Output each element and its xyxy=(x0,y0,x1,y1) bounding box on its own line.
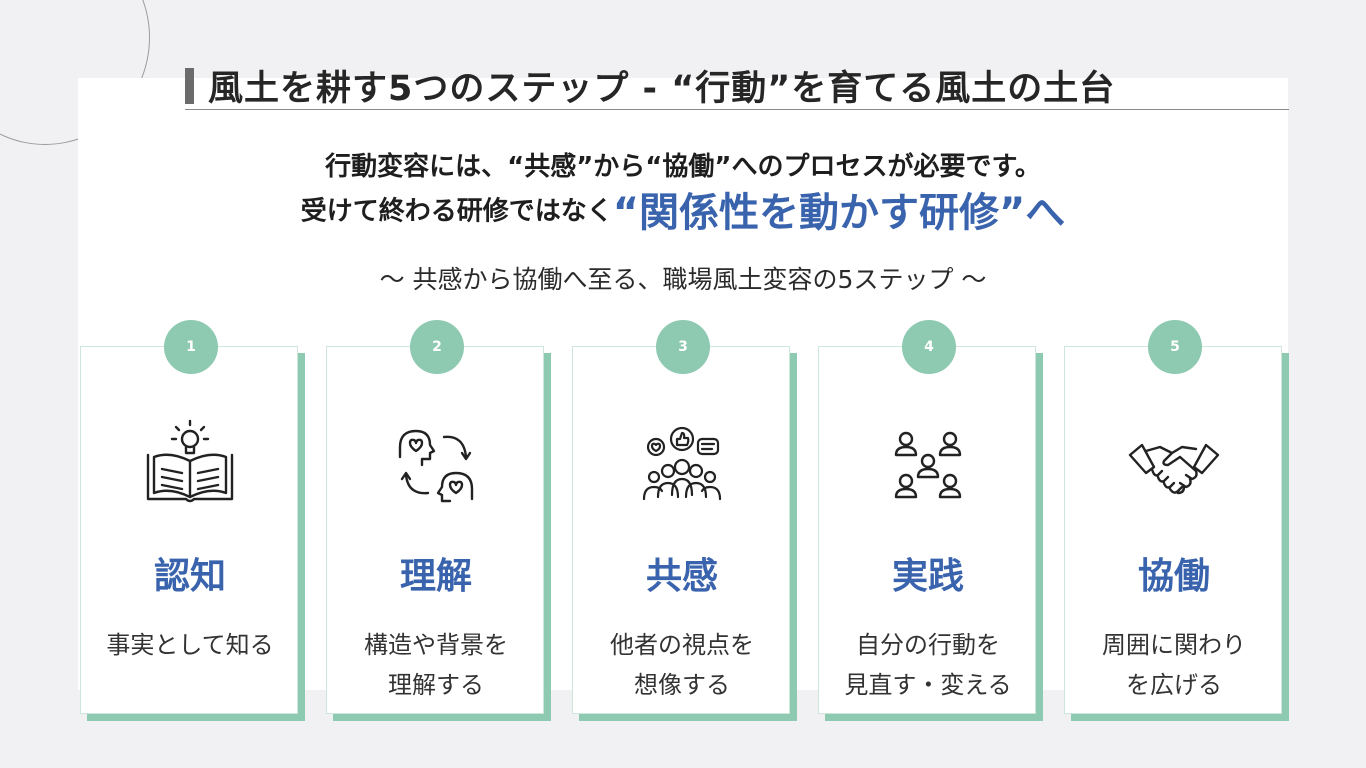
headline-line-2-accent: “関係性を動かす研修”へ xyxy=(612,190,1066,236)
step-number-badge: 4 xyxy=(902,320,956,374)
step-card-body: 協働 周囲に関わり を広げる xyxy=(1064,346,1282,714)
step-card-body: 認知 事実として知る xyxy=(80,346,298,714)
headline-line-2: 受けて終わる研修ではなく“関係性を動かす研修”へ xyxy=(0,180,1366,238)
step-card-2: 理解 構造や背景を 理解する 2 xyxy=(326,320,551,721)
people-network-icon xyxy=(878,417,978,507)
headline-line-2-plain: 受けて終わる研修ではなく xyxy=(300,196,613,227)
group-reactions-icon xyxy=(632,417,732,507)
title-row: 風土を耕す5つのステップ - “行動”を育てる風土の土台 xyxy=(185,62,1289,110)
steps-row: 認知 事実として知る 1 理解 構造や背景を 理解する xyxy=(80,320,1290,730)
open-book-lightbulb-icon xyxy=(140,417,240,507)
step-card-body: 共感 他者の視点を 想像する xyxy=(572,346,790,714)
step-description: 構造や背景を 理解する xyxy=(364,631,508,699)
step-number-badge: 3 xyxy=(656,320,710,374)
title-accent-bar xyxy=(185,67,194,104)
step-card-body: 理解 構造や背景を 理解する xyxy=(326,346,544,714)
step-label: 協働 xyxy=(1137,556,1210,597)
step-card-5: 協働 周囲に関わり を広げる 5 xyxy=(1064,320,1289,721)
step-label: 実践 xyxy=(891,556,964,597)
step-label: 認知 xyxy=(153,556,226,597)
step-number-badge: 5 xyxy=(1148,320,1202,374)
step-card-3: 共感 他者の視点を 想像する 3 xyxy=(572,320,797,721)
step-description: 自分の行動を 見直す・変える xyxy=(844,631,1012,699)
step-number-badge: 1 xyxy=(164,320,218,374)
step-description: 他者の視点を 想像する xyxy=(610,631,754,699)
headline-line-1: 行動変容には、“共感”から“協働”へのプロセスが必要です。 xyxy=(325,152,1041,182)
page-title: 風土を耕す5つのステップ - “行動”を育てる風土の土台 xyxy=(208,69,1116,109)
step-label: 共感 xyxy=(645,556,718,597)
step-label: 理解 xyxy=(399,556,472,597)
step-description: 事実として知る xyxy=(106,631,274,659)
step-number-badge: 2 xyxy=(410,320,464,374)
step-description: 周囲に関わり を広げる xyxy=(1102,631,1246,699)
step-card-body: 実践 自分の行動を 見直す・変える xyxy=(818,346,1036,714)
step-card-4: 実践 自分の行動を 見直す・変える 4 xyxy=(818,320,1043,721)
step-card-1: 認知 事実として知る 1 xyxy=(80,320,305,721)
subheading: ～ 共感から協働へ至る、職場風土変容の5ステップ ～ xyxy=(379,265,987,294)
heads-exchange-icon xyxy=(386,417,486,507)
handshake-icon xyxy=(1124,417,1224,507)
